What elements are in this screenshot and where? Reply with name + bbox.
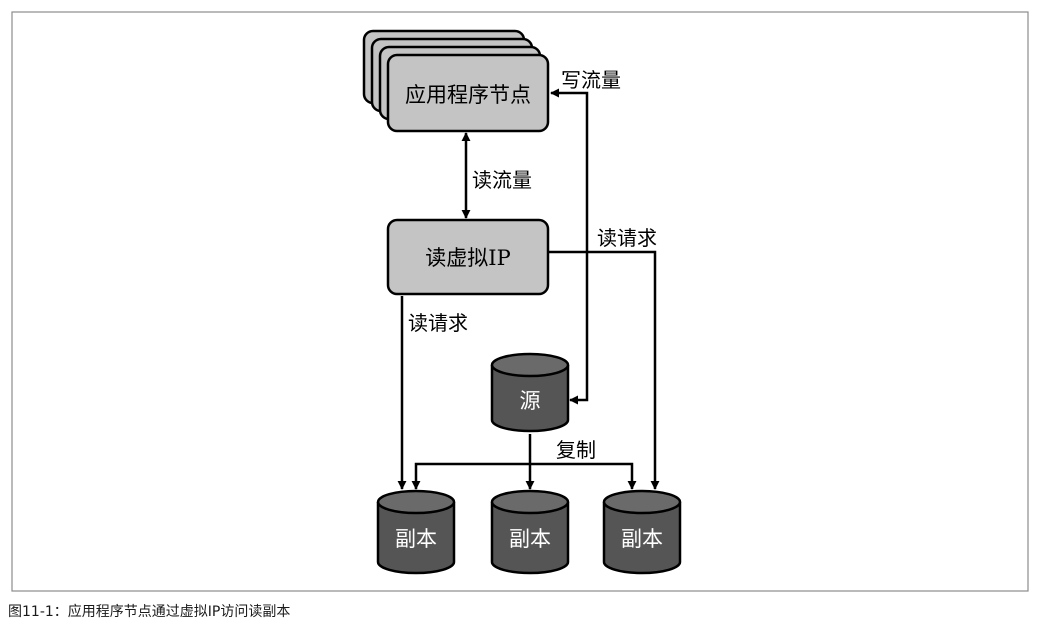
read-vip-label: 读虚拟IP	[425, 246, 510, 270]
read-request-right-label: 读请求	[597, 226, 657, 250]
app-node-label: 应用程序节点	[405, 83, 531, 107]
app-node-stack: 应用程序节点	[362, 29, 550, 133]
source-db-body	[490, 365, 570, 433]
replica-db-center-top	[490, 489, 570, 515]
read-vip-box	[386, 218, 550, 296]
replica-db-left-top	[376, 489, 456, 515]
replica-db-center-label: 副本	[509, 527, 551, 551]
replication-side-arrows	[411, 462, 637, 490]
source-db-top	[490, 352, 570, 378]
replica-db-right-top	[602, 489, 682, 515]
replica-db-right-label: 副本	[621, 527, 663, 551]
source-db-label: 源	[520, 389, 541, 413]
read-vip-node: 读虚拟IP	[386, 218, 550, 296]
replica-db-left-body	[376, 502, 456, 575]
write-traffic-label: 写流量	[561, 68, 621, 92]
source-db: 源	[490, 352, 570, 433]
app-node-box	[386, 53, 550, 133]
figure-caption: 图11-1：应用程序节点通过虚拟IP访问读副本	[8, 604, 291, 620]
replica-db-left-label: 副本	[395, 527, 437, 551]
connector-labels: 写流量 读流量 读请求 读请求 复制	[408, 68, 657, 462]
replica-db-left: 副本	[376, 489, 456, 575]
replica-db-right-body	[602, 502, 682, 575]
write-traffic-arrow	[550, 88, 589, 405]
replication-label: 复制	[556, 438, 596, 462]
connectors	[397, 88, 660, 490]
read-traffic-label: 读流量	[472, 168, 532, 192]
replica-db-center: 副本	[490, 489, 570, 575]
replica-db-right: 副本	[602, 489, 682, 575]
replica-db-center-body	[490, 502, 570, 575]
read-request-right-arrow	[548, 250, 660, 490]
read-request-left-label: 读请求	[408, 311, 468, 335]
